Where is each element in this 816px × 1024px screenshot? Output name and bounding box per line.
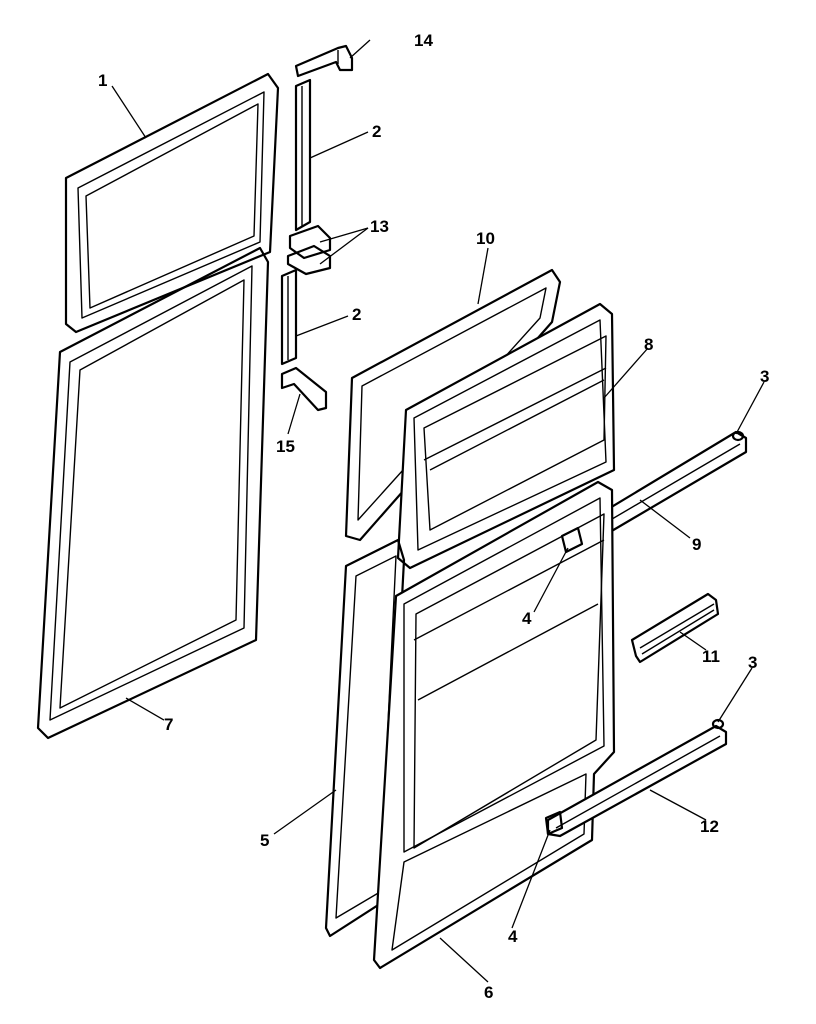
part-4-lower-end-cap bbox=[544, 810, 564, 836]
callout-13: 13 bbox=[370, 217, 389, 236]
callout-11: 11 bbox=[702, 647, 720, 666]
callout-4-upper: 4 bbox=[522, 609, 532, 628]
callout-15: 15 bbox=[276, 437, 295, 456]
leader-lines bbox=[111, 39, 765, 983]
part-15-bottom-hinge-bracket bbox=[280, 366, 328, 412]
part-7-fresh-food-door-gasket bbox=[36, 246, 270, 740]
callout-8: 8 bbox=[644, 335, 653, 354]
part-3-upper-handle-cap bbox=[731, 430, 745, 442]
callout-3-lower: 3 bbox=[748, 653, 757, 672]
part-3-lower-handle-cap bbox=[711, 718, 725, 730]
part-11-shelf-retainer bbox=[630, 592, 720, 664]
callout-labels: 1 14 2 13 10 2 8 3 15 9 4 11 3 7 12 5 4 … bbox=[98, 31, 769, 1002]
part-2-upper-trim-strip bbox=[294, 78, 312, 232]
callout-3-upper: 3 bbox=[760, 367, 769, 386]
callout-9: 9 bbox=[692, 535, 701, 554]
part-6-fresh-food-door-liner bbox=[372, 480, 616, 970]
part-1-freezer-door-gasket bbox=[64, 72, 280, 334]
callout-2-upper: 2 bbox=[372, 122, 381, 141]
callout-14: 14 bbox=[414, 31, 433, 50]
callout-6: 6 bbox=[484, 983, 493, 1002]
callout-2-lower: 2 bbox=[352, 305, 361, 324]
part-4-upper-end-cap bbox=[560, 526, 584, 554]
callout-12: 12 bbox=[700, 817, 719, 836]
callout-4-lower: 4 bbox=[508, 927, 518, 946]
callout-10: 10 bbox=[476, 229, 495, 248]
callout-7: 7 bbox=[164, 715, 173, 734]
part-14-top-hinge-bracket bbox=[294, 44, 354, 78]
callout-1: 1 bbox=[98, 71, 107, 90]
callout-5: 5 bbox=[260, 831, 269, 850]
part-2-lower-trim-strip bbox=[280, 268, 298, 366]
part-10-freezer-gasket bbox=[344, 268, 562, 542]
part-13-center-hinge bbox=[286, 224, 332, 276]
part-8-freezer-door-liner bbox=[396, 302, 616, 570]
